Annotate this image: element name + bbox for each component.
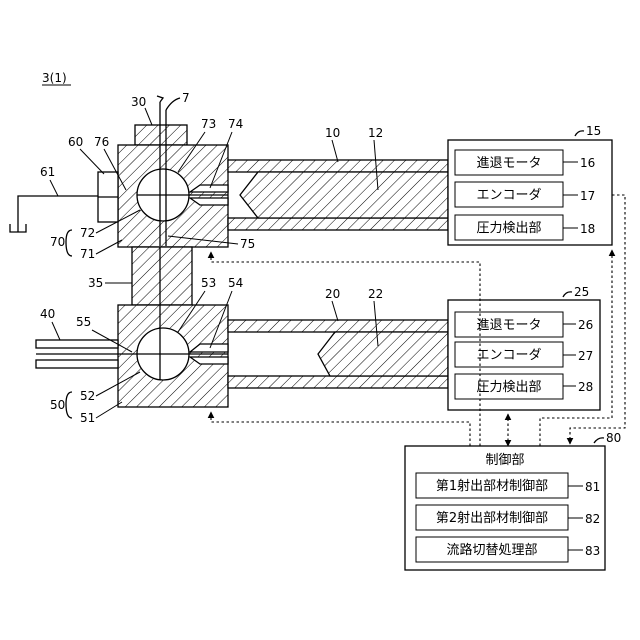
control-row-1-num: 82 bbox=[585, 512, 600, 526]
control-title: 制御部 bbox=[485, 453, 524, 468]
control-row-1-text: 第2射出部材制御部 bbox=[436, 510, 548, 526]
cylinder-20-bottom-wall bbox=[228, 376, 448, 388]
u1-row-0-text: 進退モータ bbox=[476, 156, 541, 171]
cap-block-30 bbox=[135, 125, 187, 145]
control-box-80: 制御部 第1射出部材制御部 第2射出部材制御部 流路切替処理部 81 82 83… bbox=[405, 431, 621, 570]
label-55: 55 bbox=[76, 315, 91, 329]
label-73: 73 bbox=[201, 117, 216, 131]
signal-ctrl-to-lower-valve bbox=[211, 412, 470, 446]
column-35 bbox=[132, 247, 192, 305]
cylinder-10-bottom-wall bbox=[228, 218, 448, 230]
u2-row-1-num: 27 bbox=[578, 349, 593, 363]
u2-box-number: 25 bbox=[574, 285, 589, 299]
label-60: 60 bbox=[68, 135, 83, 149]
label-72: 72 bbox=[80, 226, 95, 240]
u1-row-1-text: エンコーダ bbox=[476, 188, 541, 203]
u1-row-2-num: 18 bbox=[580, 222, 595, 236]
label-61: 61 bbox=[40, 165, 55, 179]
label-40: 40 bbox=[40, 307, 55, 321]
control-number: 80 bbox=[606, 431, 621, 445]
label-54: 54 bbox=[228, 276, 243, 290]
label-12: 12 bbox=[368, 126, 383, 140]
figure-label: 3(1) bbox=[42, 71, 67, 85]
label-10: 10 bbox=[325, 126, 340, 140]
u2-row-0-num: 26 bbox=[578, 318, 593, 332]
label-71: 71 bbox=[80, 247, 95, 261]
u2-row-0-text: 進退モータ bbox=[476, 318, 541, 333]
nozzle-40-top bbox=[36, 340, 118, 348]
u1-box-number: 15 bbox=[586, 124, 601, 138]
unit-box-15: 進退モータ エンコーダ 圧力検出部 16 17 18 15 bbox=[448, 124, 612, 245]
label-22: 22 bbox=[368, 287, 383, 301]
label-74: 74 bbox=[228, 117, 243, 131]
control-row-0-text: 第1射出部材制御部 bbox=[436, 478, 548, 494]
unit-box-25: 進退モータ エンコーダ 圧力検出部 26 27 28 25 bbox=[448, 285, 600, 410]
label-53: 53 bbox=[201, 276, 216, 290]
label-76: 76 bbox=[94, 135, 109, 149]
label-7: 7 bbox=[182, 91, 190, 105]
label-70: 70 bbox=[50, 235, 65, 249]
u1-row-1-num: 17 bbox=[580, 189, 595, 203]
label-52: 52 bbox=[80, 389, 95, 403]
plunger-22 bbox=[318, 332, 448, 376]
label-51: 51 bbox=[80, 411, 95, 425]
label-75: 75 bbox=[240, 237, 255, 251]
u1-row-2-text: 圧力検出部 bbox=[476, 221, 541, 236]
label-35: 35 bbox=[88, 276, 103, 290]
u2-row-2-text: 圧力検出部 bbox=[476, 380, 541, 395]
label-20: 20 bbox=[325, 287, 340, 301]
u1-row-0-num: 16 bbox=[580, 156, 595, 170]
u2-row-2-num: 28 bbox=[578, 380, 593, 394]
u2-row-1-text: エンコーダ bbox=[476, 348, 541, 363]
plunger-12 bbox=[240, 172, 448, 218]
label-30: 30 bbox=[131, 95, 146, 109]
control-row-2-text: 流路切替処理部 bbox=[446, 542, 537, 558]
control-row-2-num: 83 bbox=[585, 544, 600, 558]
label-50: 50 bbox=[50, 398, 65, 412]
nozzle-40-bottom bbox=[36, 360, 118, 368]
control-row-0-num: 81 bbox=[585, 480, 600, 494]
cylinder-20-top-wall bbox=[228, 320, 448, 332]
